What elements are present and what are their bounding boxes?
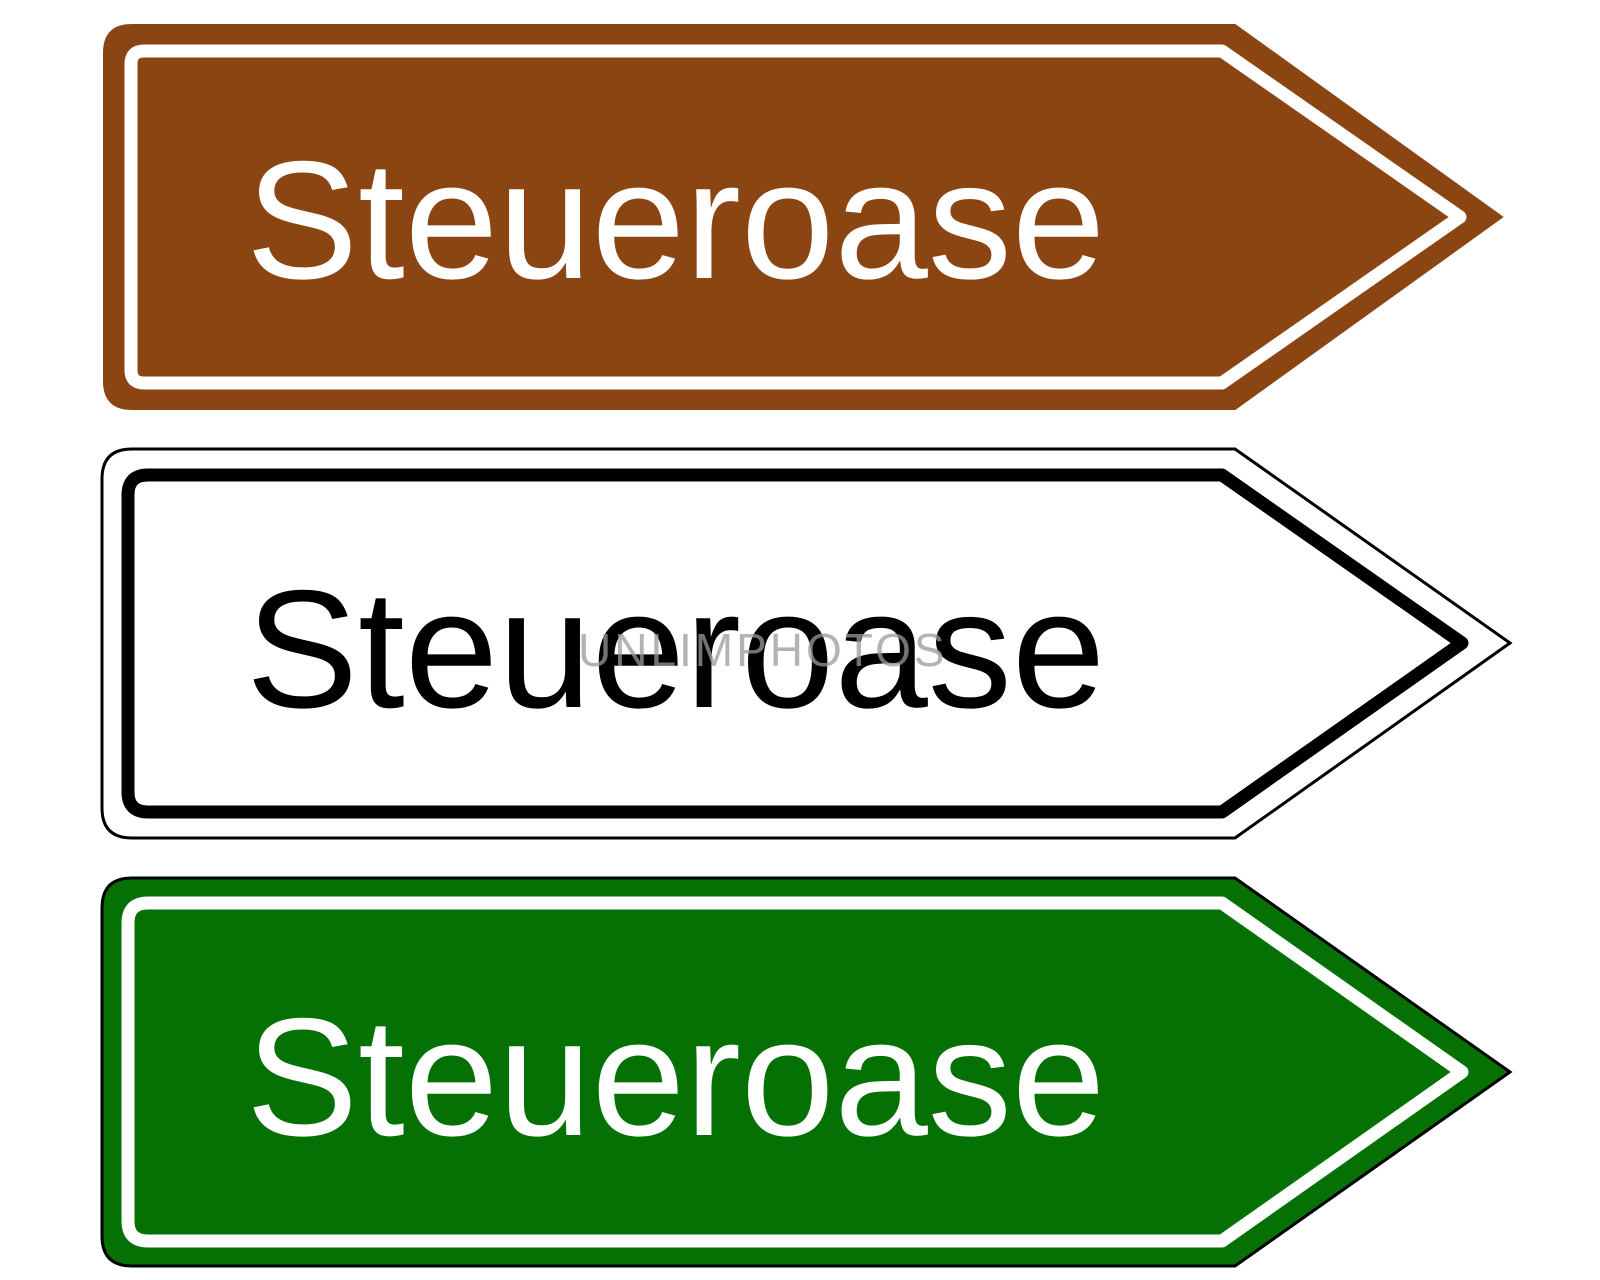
sign-green-plate xyxy=(100,876,1513,1268)
watermark: UNLIMPHOTOS xyxy=(578,624,948,676)
sign-green-label: Steueroase xyxy=(246,983,1105,1171)
sign-brown-plate xyxy=(103,24,1504,410)
sign-white: Steueroase xyxy=(100,447,1513,840)
sign-green: Steueroase xyxy=(100,876,1513,1268)
sign-brown-inner-border xyxy=(124,44,1467,390)
sign-white-plate xyxy=(100,447,1513,840)
sign-white-label: Steueroase xyxy=(246,555,1105,743)
sign-brown: Steueroase xyxy=(103,24,1504,410)
sign-white-inner-border xyxy=(121,468,1469,819)
sign-brown-label: Steueroase xyxy=(246,126,1105,314)
sign-green-inner-border xyxy=(121,896,1469,1248)
